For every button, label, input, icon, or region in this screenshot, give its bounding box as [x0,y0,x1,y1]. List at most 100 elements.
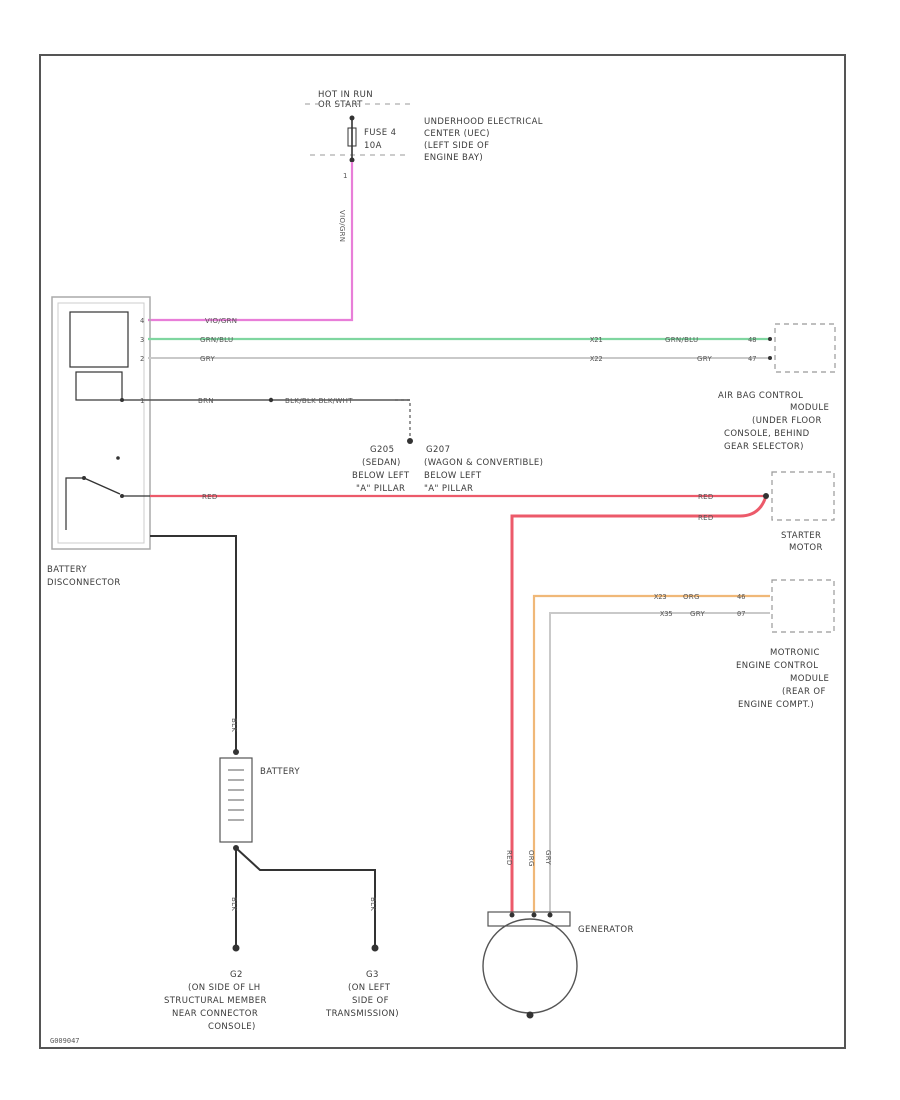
ecm-label-5: ENGINE COMPT.) [738,700,814,710]
wire-label-grn-blu-left: GRN/BLU [200,336,233,344]
disconnector-pin-2: 2 [140,355,144,363]
fuse-pin-label: 1 [343,172,348,180]
disconnector-relay-block [69,311,129,368]
disconnector-actuator-dot [116,456,120,460]
ground-right-line-1: (WAGON & CONVERTIBLE) [424,458,543,468]
gry-pin-label-left: X22 [590,355,603,363]
gry-ecm-pin: 07 [737,610,745,618]
wire-label-brn: BRN [198,397,214,405]
wire-label-gry-right: GRY [697,355,712,363]
airbag-module-label-2: MODULE [790,403,829,413]
airbag-module-label-3: (UNDER FLOOR [752,416,822,426]
wire-vio-grn [148,162,354,322]
diagram-code: G009047 [50,1037,80,1045]
wire-label-blk-g3: BLK [369,897,377,911]
ground-left-line-1: (SEDAN) [362,458,401,468]
wire-label-vio-grn-vertical: VIO/GRN [338,210,346,242]
ground-g2-line-4: CONSOLE) [208,1022,256,1032]
wire-label-blk-g2: BLK [230,897,238,911]
ground-right-name: G207 [426,445,450,455]
generator-terminal-block [487,911,571,927]
ecm-label-1: MOTRONIC [770,648,820,658]
battery-disconnector-outline [51,296,151,550]
disconnector-pin-3: 3 [140,336,144,344]
battery-positive-terminal [233,749,239,755]
battery-disconnector-label-2: DISCONNECTOR [47,578,121,588]
fuse-name: FUSE 4 [364,128,396,138]
generator-terminal-red [509,912,515,918]
wire-label-gry-ecm: GRY [690,610,705,618]
wire-label-red-starter: RED [698,493,714,501]
ground-g205-g207-point [407,438,413,444]
org-pin-label: X23 [654,593,667,601]
fuse-body [347,127,357,147]
disconnector-pin-1: 1 [140,397,144,405]
generator-ground-point [526,1011,534,1019]
wire-label-grn-blu-right: GRN/BLU [665,336,698,344]
airbag-module-connector [774,323,836,373]
ground-g2-point [232,944,240,952]
disconnector-pin-4: 4 [140,317,144,325]
brn-splice-dot [268,397,274,403]
ground-right-line-2: BELOW LEFT [424,471,482,481]
uec-label-1: UNDERHOOD ELECTRICAL [424,117,543,127]
wire-label-org-gen-vertical: ORG [527,850,535,867]
wire-red-generator [510,495,768,915]
org-ecm-pin: 46 [737,593,745,601]
ecm-label-3: MODULE [790,674,829,684]
generator-label: GENERATOR [578,925,634,935]
wire-label-org: ORG [683,593,700,601]
wire-label-blk-blk-wht: BLK/BLK BLK/WHT [285,397,353,405]
airbag-pin-48 [768,337,772,341]
gry-ecm-pin-label: X35 [660,610,673,618]
ground-g2-line-2: STRUCTURAL MEMBER [164,996,267,1006]
disconnector-switch-pivot [82,476,86,480]
disconnector-relay-coil [75,371,123,401]
battery-disconnector-inner [57,302,145,544]
ground-g3-line-1: (ON LEFT [348,983,391,993]
wire-org [532,594,770,915]
starter-terminal [763,493,769,499]
battery-disconnector-label-1: BATTERY [47,565,87,575]
airbag-module-label-5: GEAR SELECTOR) [724,442,804,452]
ecm-label-4: (REAR OF [782,687,826,697]
uec-label-4: ENGINE BAY) [424,153,483,163]
diagram-frame [39,54,846,1049]
uec-label-2: CENTER (UEC) [424,129,490,139]
ground-g3-name: G3 [366,970,379,980]
wire-blk-battery-positive [150,535,237,752]
generator-terminal-org [531,912,537,918]
airbag-module-label-4: CONSOLE, BEHIND [724,429,810,439]
fuse-hot-label-2: OR START [318,100,363,110]
generator-terminal-gry [547,912,553,918]
wire-label-red-main: RED [202,493,218,501]
ground-left-name: G205 [370,445,394,455]
ecm-connector [771,579,835,633]
airbag-module-label-1: AIR BAG CONTROL [718,391,803,401]
ground-g3-line-2: SIDE OF [352,996,389,1006]
wire-gry-ecm [549,612,770,915]
wire-label-vio-grn: VIO/GRN [205,317,237,325]
ground-branch [395,399,411,440]
fuse-bottom-terminal [349,157,355,163]
wire-label-gry-gen-vertical: GRY [544,850,552,865]
disconnector-switch-blade [83,477,121,495]
starter-motor-label-2: MOTOR [789,543,823,553]
ground-g3-line-3: TRANSMISSION) [325,1009,399,1019]
ground-g2-line-1: (ON SIDE OF LH [188,983,261,993]
battery-label: BATTERY [260,767,300,777]
generator-body [482,918,578,1014]
wire-label-blk-battery: BLK [230,718,238,732]
grn-pin-label-left: X21 [590,336,603,344]
wire-label-gry-left: GRY [200,355,215,363]
disconnector-switch-frame [65,477,84,530]
uec-label-3: (LEFT SIDE OF [424,141,489,151]
starter-motor-label-1: STARTER [781,531,821,541]
airbag-pin-47 [768,356,772,360]
wire-label-red-gen-vertical: RED [505,850,513,866]
fuse-rating: 10A [364,141,382,151]
ground-g2-line-3: NEAR CONNECTOR [172,1009,258,1019]
gry-pin-label-right: 47 [748,355,756,363]
wire-label-red-generator: RED [698,514,714,522]
